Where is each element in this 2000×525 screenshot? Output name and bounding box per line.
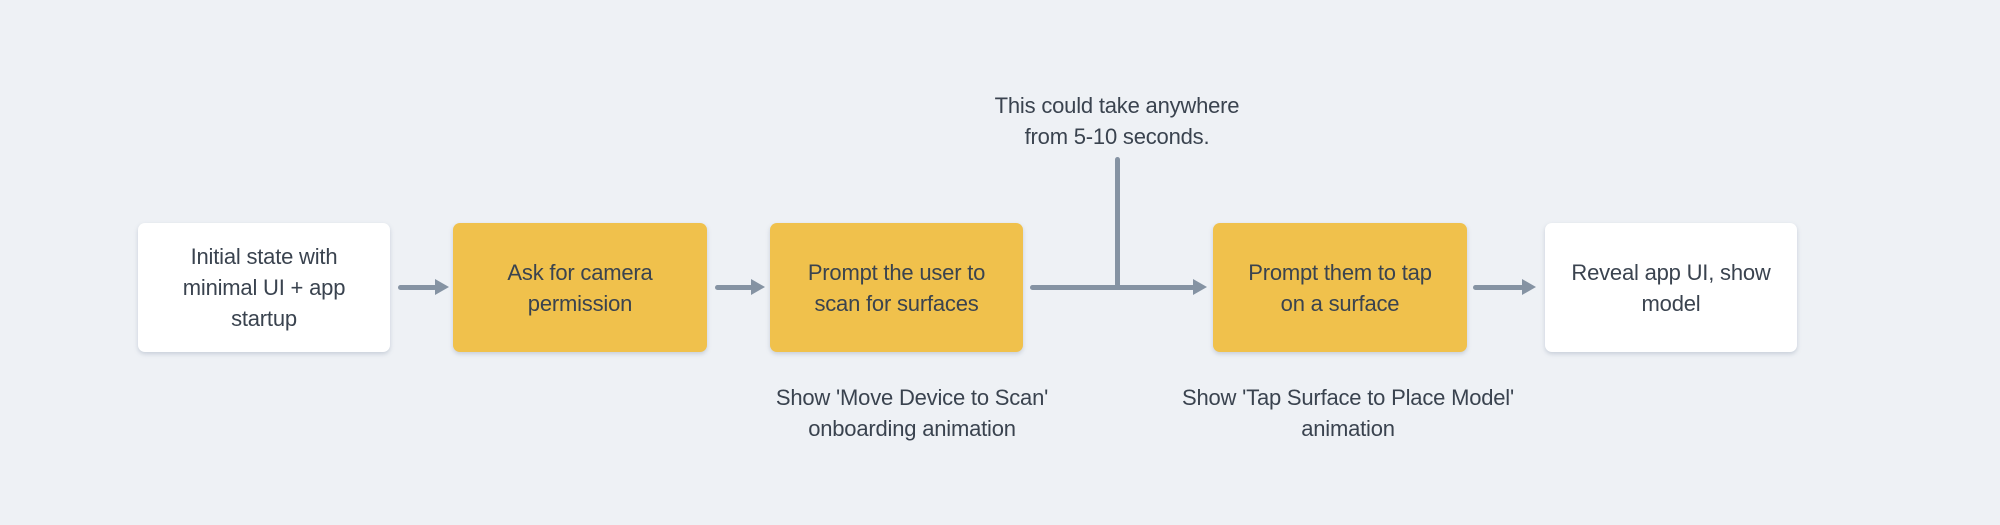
node-initial-state-label: Initial state with minimal UI + app star…	[182, 244, 346, 331]
node-reveal-ui: Reveal app UI, show model	[1545, 223, 1797, 352]
arrow-scan-to-tap	[1030, 279, 1207, 295]
scan-animation-note: Show 'Move Device to Scan' onboarding an…	[775, 385, 1049, 441]
node-tap-surface: Prompt them to tap on a surface	[1213, 223, 1467, 352]
arrow-camera-to-scan	[715, 279, 765, 295]
node-initial-state: Initial state with minimal UI + app star…	[138, 223, 390, 352]
arrowhead-icon	[1193, 279, 1207, 295]
arrow-shaft	[715, 284, 753, 290]
arrowhead-icon	[751, 279, 765, 295]
arrow-tap-to-reveal	[1473, 279, 1536, 295]
timing-note: This could take anywhere from 5-10 secon…	[994, 93, 1240, 149]
arrow-initial-to-camera	[398, 279, 449, 295]
arrowhead-icon	[1522, 279, 1536, 295]
arrow-shaft	[398, 284, 437, 290]
node-scan-surfaces-label: Prompt the user to scan for surfaces	[807, 259, 986, 316]
timing-note-connector-line	[1115, 157, 1120, 287]
tap-animation-note: Show 'Tap Surface to Place Model' animat…	[1182, 385, 1514, 441]
node-tap-surface-label: Prompt them to tap on a surface	[1248, 259, 1432, 316]
node-camera-permission: Ask for camera permission	[453, 223, 707, 352]
node-scan-surfaces: Prompt the user to scan for surfaces	[770, 223, 1023, 352]
arrow-shaft	[1030, 284, 1195, 290]
arrowhead-icon	[435, 279, 449, 295]
arrow-shaft	[1473, 284, 1524, 290]
node-camera-permission-label: Ask for camera permission	[507, 259, 653, 316]
node-reveal-ui-label: Reveal app UI, show model	[1571, 259, 1771, 316]
